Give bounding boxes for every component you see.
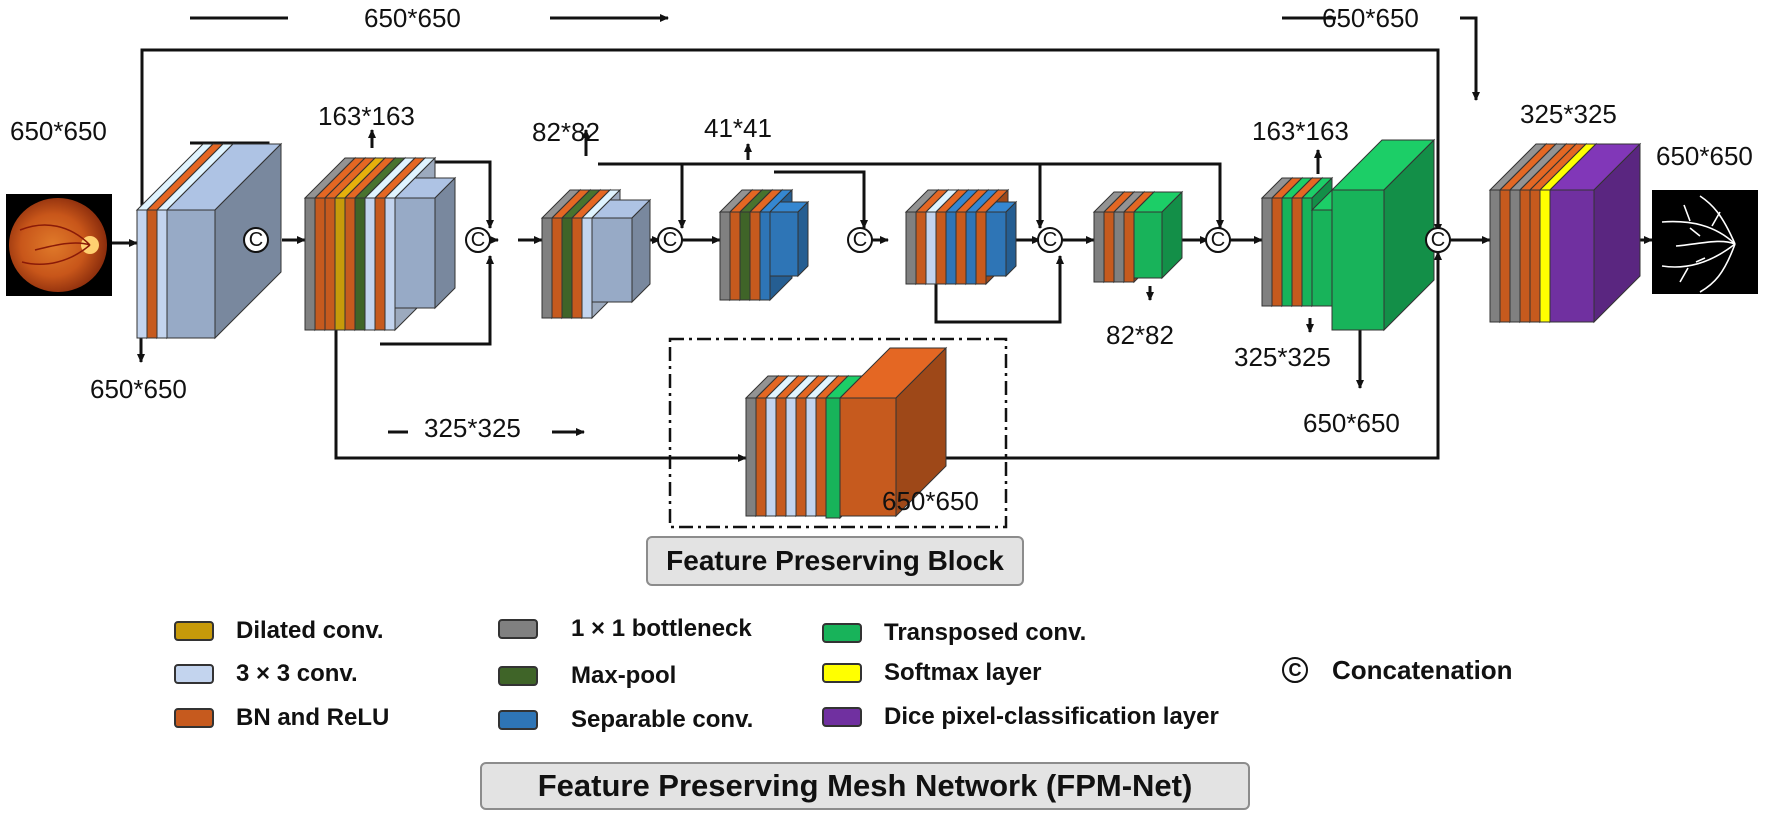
final-face [1548, 142, 1642, 324]
input-size-label: 650*650 [10, 116, 107, 146]
feature-preserving-block-frame [668, 337, 1008, 529]
legend-label: Concatenation [1332, 655, 1513, 685]
network-blocks [135, 138, 1642, 520]
dilated-conv-swatch [174, 621, 214, 641]
connector-line [380, 255, 494, 346]
svg-text:C: C [249, 229, 263, 251]
softmax-swatch [822, 663, 862, 683]
block2-top-label: 163*163 [318, 101, 415, 131]
conv3x3-swatch [174, 664, 214, 684]
block7-top-label: 163*163 [1252, 116, 1349, 146]
block6-bottom-label: 82*82 [1106, 320, 1174, 350]
svg-text:C: C [663, 229, 677, 251]
legend-label: 1 × 1 bottleneck [571, 615, 752, 642]
block7-out-label: 650*650 [1303, 408, 1400, 438]
connector-line [598, 162, 1224, 229]
svg-text:C: C [1431, 229, 1445, 251]
input-fundus-image [6, 194, 112, 296]
legend-label: Softmax layer [884, 659, 1042, 686]
fpb-output-label: 650*650 [882, 486, 979, 516]
svg-text:C: C [471, 229, 485, 251]
top-skip-line [140, 48, 1442, 233]
transposed-conv-swatch [822, 623, 862, 643]
concatenation-icon: C [1037, 227, 1063, 253]
block1-face [165, 142, 283, 340]
legend-label: Separable conv. [571, 706, 754, 733]
block4-face [768, 200, 810, 278]
legend-label: Dice pixel-classification layer [884, 703, 1219, 730]
block2-face [393, 176, 457, 310]
svg-text:C: C [1043, 229, 1057, 251]
network-title: Feature Preserving Mesh Network (FPM-Net… [480, 762, 1250, 810]
concatenation-icon: C [657, 227, 683, 253]
after-input-label: 650*650 [90, 374, 187, 404]
block4-top-label: 41*41 [704, 113, 772, 143]
bottleneck-swatch [498, 619, 538, 639]
connector-line [934, 255, 1064, 324]
dice-swatch [822, 707, 862, 727]
output-vessel-segmentation-image [1652, 190, 1758, 294]
separable-conv-swatch [498, 710, 538, 730]
concatenation-icon: C [1205, 227, 1231, 253]
fpb-input-label: 325*325 [424, 413, 521, 443]
svg-text:C: C [853, 229, 867, 251]
legend-label: BN and ReLU [236, 704, 390, 731]
block7-bottom-label: 325*325 [1234, 342, 1331, 372]
legend-label: Transposed conv. [884, 619, 1087, 646]
output-size-label: 650*650 [1656, 141, 1753, 171]
block5-face [984, 200, 1018, 278]
connector-line [774, 170, 868, 229]
block3-face [590, 198, 652, 304]
concatenation-icon: C [847, 227, 873, 253]
size-labels: 650*650 650*650 650*650 650*650 163*163 … [10, 3, 1753, 516]
fpb-face [838, 346, 948, 518]
concatenation-icon: C [1282, 657, 1308, 683]
fpb-output-line [896, 251, 1442, 460]
fpb-input-line [334, 320, 747, 462]
legend-label: Dilated conv. [236, 617, 384, 644]
concatenation-icon: C [1425, 227, 1451, 253]
top-skip-label: 650*650 [364, 3, 461, 33]
legend-label: 3 × 3 conv. [236, 660, 358, 687]
block6-face [1132, 190, 1184, 280]
legend-label: Max-pool [571, 662, 677, 689]
concatenation-icon: C [243, 227, 269, 253]
svg-text:C: C [1211, 229, 1225, 251]
connector-line [1460, 16, 1480, 101]
block3-top-label: 82*82 [532, 117, 600, 147]
final-top-label: 325*325 [1520, 99, 1617, 129]
bn-relu-swatch [174, 708, 214, 728]
block7-face-b [1330, 138, 1436, 332]
concatenation-icon: C [465, 227, 491, 253]
top-right-label: 650*650 [1322, 3, 1419, 33]
maxpool-swatch [498, 666, 538, 686]
feature-preserving-block-title: Feature Preserving Block [646, 536, 1024, 586]
